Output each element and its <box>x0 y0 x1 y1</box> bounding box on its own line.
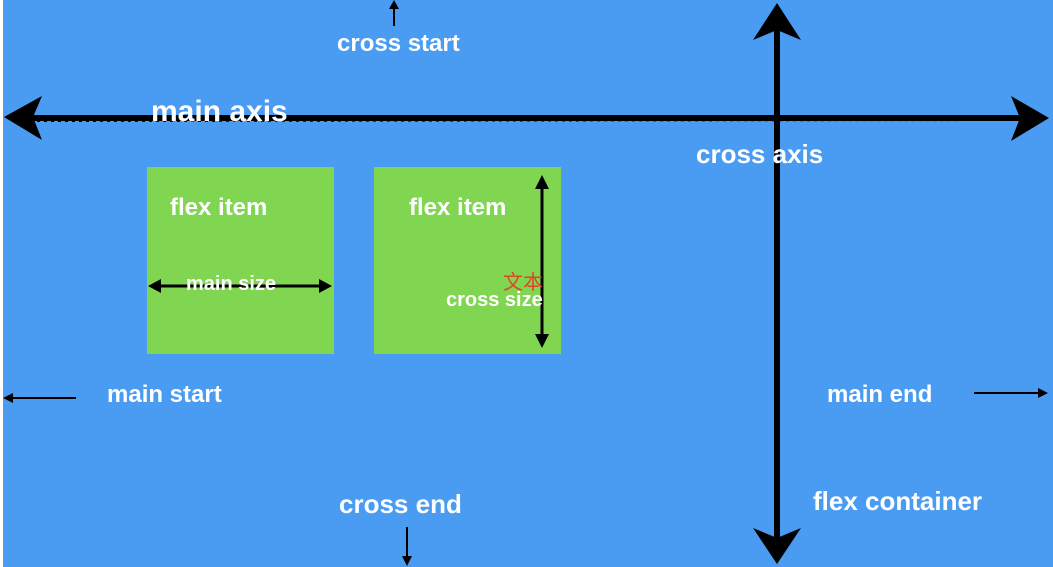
cross-start-label: cross start <box>337 30 460 57</box>
cross-end-arrow <box>402 527 412 566</box>
main-size-label: main size <box>186 273 277 295</box>
main-axis-label: main axis <box>151 95 288 128</box>
flex-container-label: flex container <box>813 486 983 516</box>
main-end-label: main end <box>827 381 933 408</box>
main-axis-arrow <box>4 96 1049 141</box>
main-start-label: main start <box>107 381 222 408</box>
cross-axis-label: cross axis <box>696 139 824 169</box>
main-start-arrow <box>3 393 76 403</box>
cross-size-label: cross size <box>446 289 543 311</box>
flex-item-1-label: flex item <box>170 194 268 221</box>
cross-axis-arrow <box>753 3 801 564</box>
cross-size-arrow <box>535 175 549 348</box>
cross-end-label: cross end <box>339 489 462 519</box>
cross-start-arrow <box>389 0 399 26</box>
flex-item-1 <box>147 167 334 354</box>
main-size-arrow <box>148 279 332 293</box>
main-end-arrow <box>974 388 1048 398</box>
flex-item-2-label: flex item <box>409 194 507 221</box>
flex-item-2 <box>374 167 561 354</box>
text-placeholder-marker: 文本 <box>503 270 543 294</box>
